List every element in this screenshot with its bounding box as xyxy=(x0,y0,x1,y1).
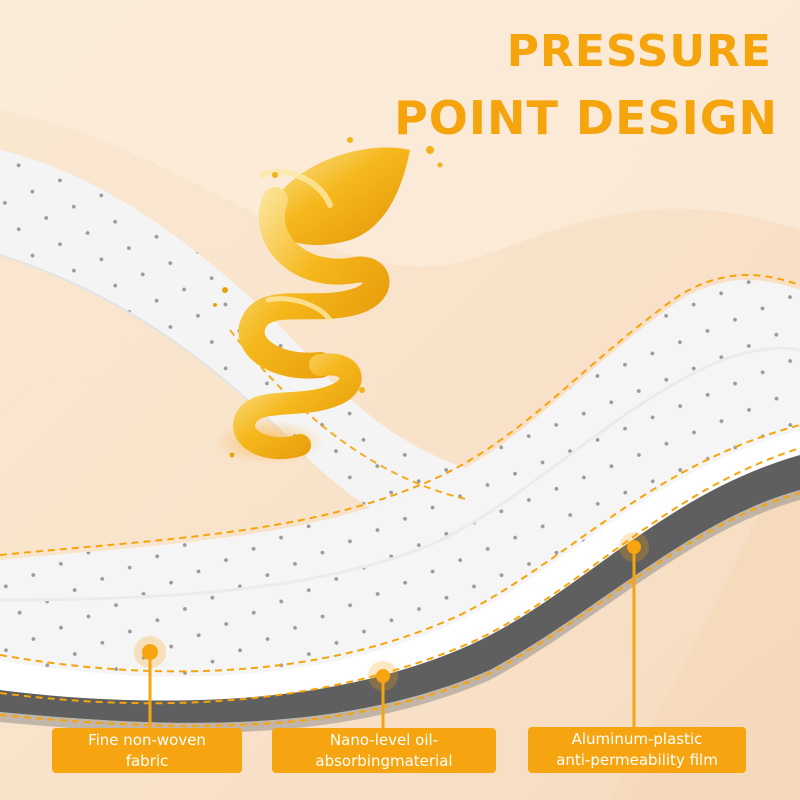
label-text-line-1: Fine non-woven xyxy=(88,730,206,749)
label-anti-permeability-film: Aluminum-plastic anti-permeability film xyxy=(528,727,746,773)
background-swoosh xyxy=(0,0,800,267)
headline-line-1: PRESSURE xyxy=(506,26,772,77)
label-text-line-2: fabric xyxy=(125,751,169,770)
background-shadow xyxy=(610,420,800,800)
callout-fabric xyxy=(134,636,166,728)
callout-film xyxy=(619,532,649,727)
oil-splash-icon xyxy=(213,137,443,464)
label-text-line-1: Nano-level oil- xyxy=(329,730,439,749)
pad-front-surface xyxy=(0,280,800,677)
label-oil-absorbing-material: Nano-level oil- absorbingmaterial xyxy=(272,728,496,773)
label-text-line-2: anti-permeability film xyxy=(556,751,718,769)
callout-nano xyxy=(368,661,398,728)
headline-line-2: POINT DESIGN xyxy=(394,91,778,145)
label-text-line-1: Aluminum-plastic xyxy=(571,730,703,748)
pad-absorb-layer xyxy=(0,430,800,701)
label-non-woven-fabric: Fine non-woven fabric xyxy=(52,728,242,773)
label-text-line-2: absorbingmaterial xyxy=(315,751,453,770)
